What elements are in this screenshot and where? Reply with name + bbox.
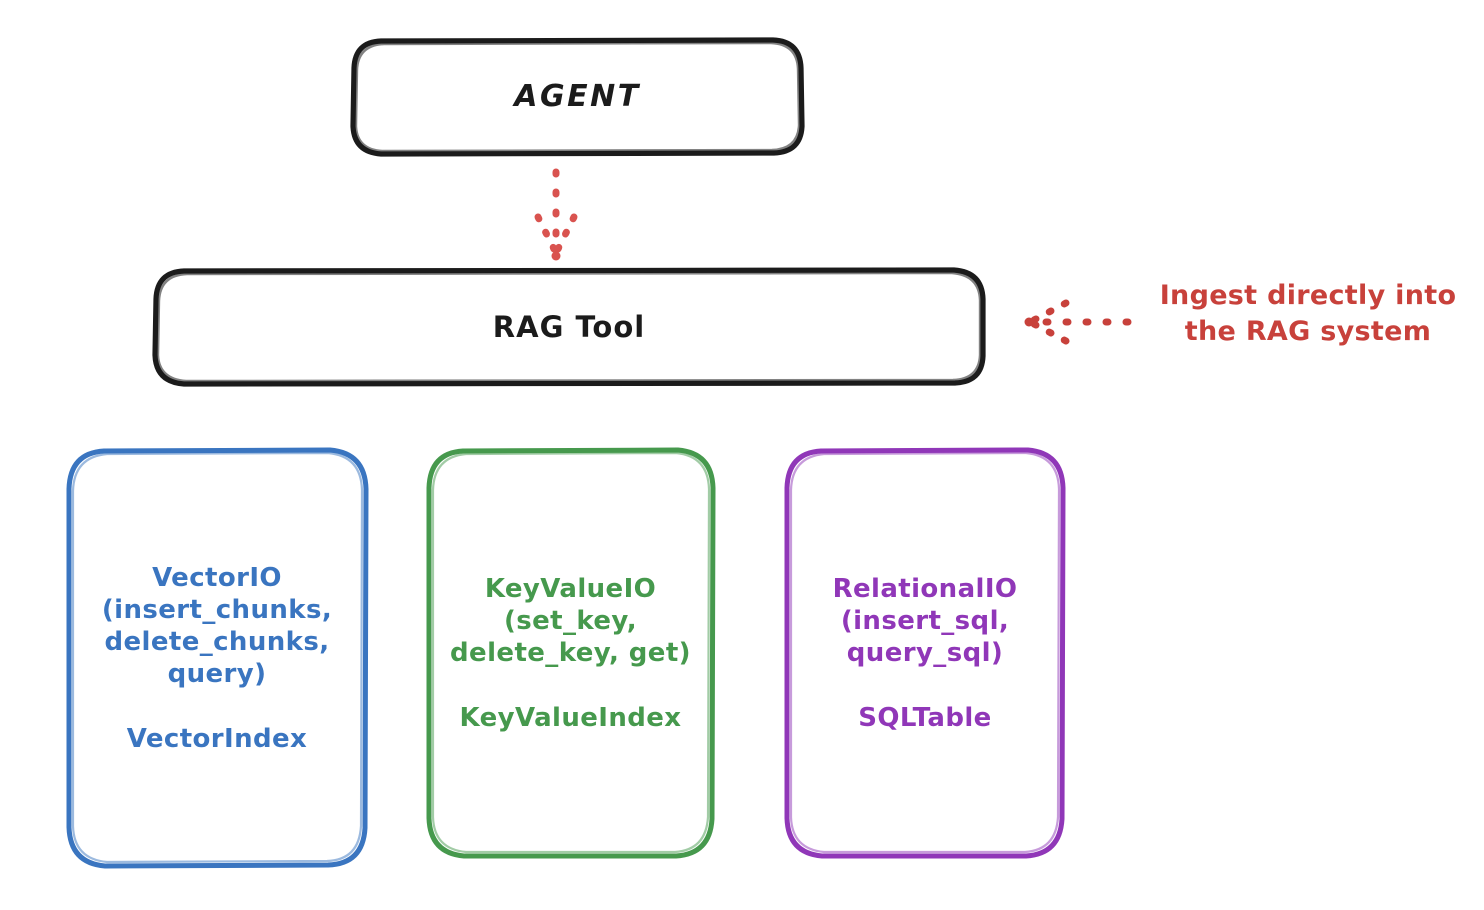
- node-relational-io[interactable]: RelationalIO (insert_sql, query_sql) SQL…: [787, 450, 1063, 856]
- node-vector-io[interactable]: VectorIO (insert_chunks, delete_chunks, …: [68, 450, 366, 866]
- node-vector-io-sublabel: VectorIndex: [126, 724, 308, 755]
- dotted-arrow-down-icon: [534, 168, 578, 261]
- node-key-value-io-label: KeyValueIO (set_key, delete_key, get): [450, 573, 691, 669]
- annotation-ingest-directly: Ingest directly into the RAG system: [1159, 280, 1457, 347]
- node-key-value-io-sublabel: KeyValueIndex: [459, 703, 682, 734]
- node-rag-tool-label: RAG Tool: [492, 309, 646, 344]
- node-relational-io-sublabel: SQLTable: [858, 703, 992, 734]
- dotted-arrow-left-icon: [1024, 299, 1132, 345]
- node-agent-label: AGENT: [514, 79, 641, 115]
- node-key-value-io[interactable]: KeyValueIO (set_key, delete_key, get) Ke…: [428, 450, 713, 856]
- node-agent[interactable]: AGENT: [353, 40, 802, 154]
- node-rag-tool[interactable]: RAG Tool: [155, 270, 983, 384]
- node-vector-io-label: VectorIO (insert_chunks, delete_chunks, …: [101, 562, 333, 690]
- node-relational-io-label: RelationalIO (insert_sql, query_sql): [832, 573, 1018, 669]
